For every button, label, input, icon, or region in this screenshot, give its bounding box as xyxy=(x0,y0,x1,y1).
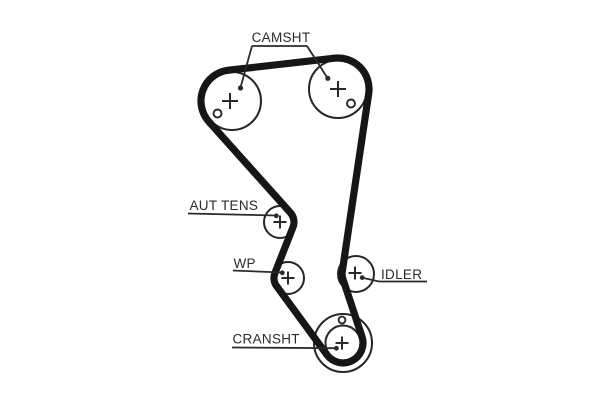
water-pump-callout: WP xyxy=(232,256,285,276)
crankshaft-callout: CRANSHT xyxy=(231,332,339,351)
auto-tensioner-label: AUT TENS xyxy=(190,198,259,213)
water-pump-leader xyxy=(232,269,283,274)
camshaft-leader-left xyxy=(239,45,253,88)
alignment-hole-marker xyxy=(337,315,347,325)
idler-label: IDLER xyxy=(381,267,422,282)
auto-tensioner-leader xyxy=(187,212,277,217)
camshaft-callout: CAMSHT xyxy=(237,30,331,91)
idler-underline xyxy=(362,276,427,283)
center-cross-marker xyxy=(348,266,362,280)
camshaft-label: CAMSHT xyxy=(252,30,311,45)
water-pump-leader-dot xyxy=(279,270,285,276)
idler-callout: IDLER xyxy=(359,267,427,283)
center-cross-marker xyxy=(330,81,346,97)
center-cross-marker xyxy=(222,93,238,109)
water-pump-label: WP xyxy=(234,256,256,271)
auto-tensioner-leader-dot xyxy=(273,213,279,219)
camshaft-leader-left-dot xyxy=(237,85,244,91)
center-cross-marker xyxy=(273,215,287,229)
idler-leader-dot xyxy=(359,275,365,280)
alignment-hole-marker xyxy=(346,98,356,109)
camshaft-leader-right xyxy=(306,45,329,79)
auto-tensioner-callout: AUT TENS xyxy=(187,198,279,219)
timing-belt xyxy=(197,54,373,367)
center-cross-marker xyxy=(281,271,295,285)
crankshaft-leader-dot xyxy=(334,345,339,351)
crankshaft-leader xyxy=(231,346,337,350)
alignment-hole-marker xyxy=(212,108,223,119)
camshaft-leader-right-dot xyxy=(325,75,331,81)
crankshaft-label: CRANSHT xyxy=(233,332,300,347)
center-cross-marker xyxy=(335,336,349,350)
